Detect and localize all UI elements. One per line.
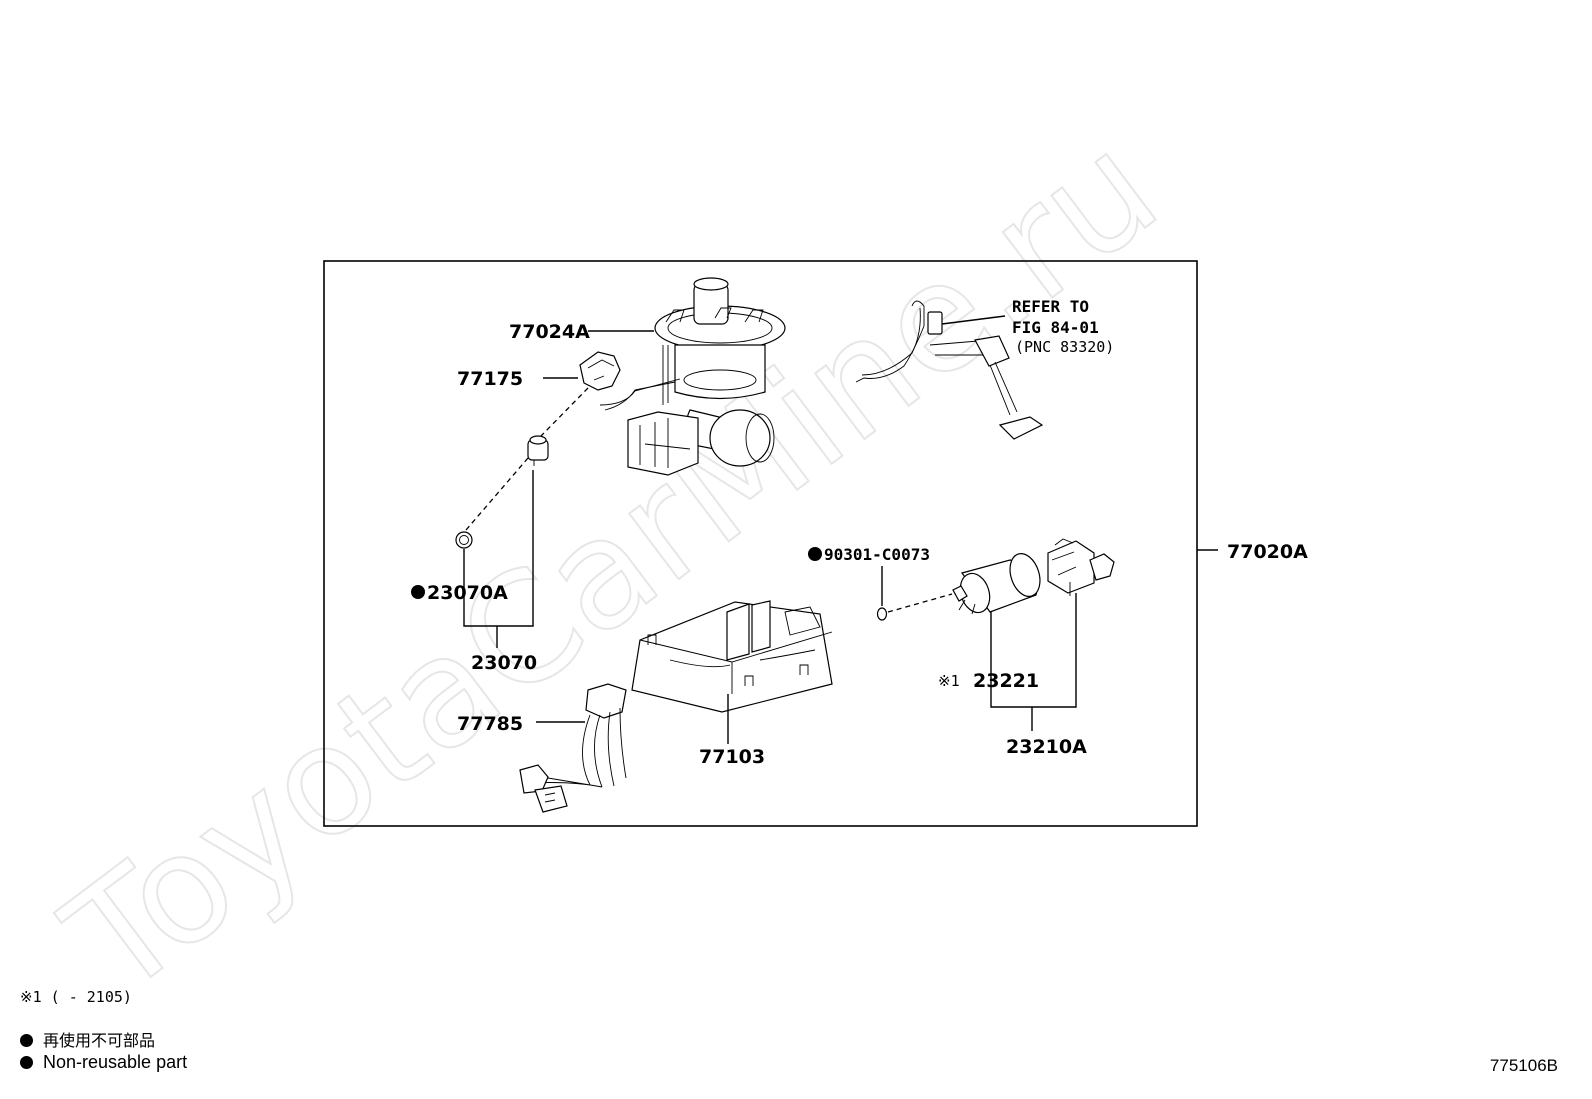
refer-line-1: REFER TO <box>1012 297 1089 316</box>
o-ring-23070a <box>455 531 473 549</box>
legend-jp-text: 再使用不可部品 <box>43 1031 156 1050</box>
fuel-pump-assembly-drawing <box>599 277 786 476</box>
label-23210a: 23210A <box>1006 736 1087 758</box>
o-ring-90301 <box>876 607 888 621</box>
footnote-1: ※1 ( - 2105) <box>20 988 132 1006</box>
label-77103: 77103 <box>699 746 765 768</box>
assembly-frame <box>323 260 1198 827</box>
label-77785: 77785 <box>457 713 523 735</box>
filled-circle-icon <box>20 1056 33 1069</box>
non-reusable-mark-23070a <box>411 585 425 599</box>
filter-23070-drawing <box>527 435 549 466</box>
refer-line-3: (PNC 83320) <box>1015 338 1114 356</box>
non-reusable-mark-90301 <box>808 547 822 561</box>
legend-non-reusable-en: Non-reusable part <box>20 1052 187 1073</box>
figure-number: 775106B <box>1489 1056 1558 1075</box>
label-23070a: 23070A <box>427 582 508 604</box>
label-90301-c0073: 90301-C0073 <box>824 545 930 564</box>
legend-non-reusable-jp: 再使用不可部品 <box>20 1027 155 1051</box>
fuel-pump-23221-drawing <box>952 553 1041 615</box>
fuel-sender-gauge-drawing <box>855 300 1044 440</box>
label-23070: 23070 <box>471 652 537 674</box>
wire-harness-77785-drawing <box>519 683 627 813</box>
label-77020a: 77020A <box>1227 541 1308 563</box>
filled-circle-icon <box>20 1034 33 1047</box>
label-23221: 23221 <box>973 670 1039 692</box>
clip-77175-drawing <box>579 351 621 391</box>
bracket-77103-drawing <box>631 600 833 713</box>
legend-en-text: Non-reusable part <box>43 1052 188 1072</box>
refer-line-2: FIG 84-01 <box>1012 318 1099 337</box>
label-77175: 77175 <box>457 368 523 390</box>
pump-bracket-23210a-drawing <box>1047 538 1115 596</box>
label-77024a: 77024A <box>509 321 590 343</box>
note-mark-23221: ※1 <box>938 672 960 690</box>
